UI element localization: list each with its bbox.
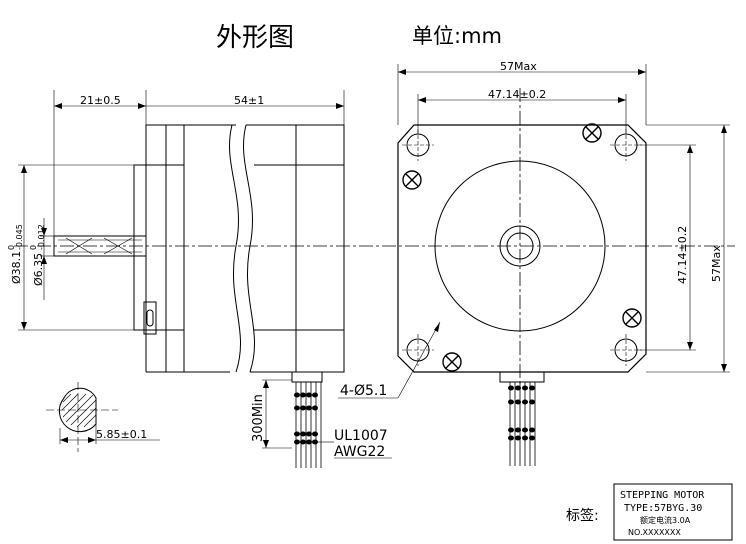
front-view: 57Max 47.14±0.2 47.14±0.2 57Max 4-Ø5.1 xyxy=(338,60,730,466)
shaft-section-detail: 5.85±0.1 xyxy=(46,382,160,452)
dim-pilot-diameter: Ø38.1 xyxy=(10,251,23,284)
dim-shaft-tol-lower: -0.012 xyxy=(37,224,46,250)
dim-front-outer-width: 57Max xyxy=(500,60,537,73)
dim-body-length: 54±1 xyxy=(234,94,264,107)
lead-type-label: UL1007 xyxy=(334,428,388,444)
lead-gauge-label: AWG22 xyxy=(334,444,385,460)
dim-front-hole-spacing-v: 47.14±0.2 xyxy=(676,226,689,284)
nameplate-line2: TYPE:57BYG.30 xyxy=(624,503,702,514)
dim-front-outer-height: 57Max xyxy=(710,245,723,282)
dim-flat-width: 5.85±0.1 xyxy=(96,428,147,441)
dim-pilot-tol-lower: -0.045 xyxy=(15,224,24,250)
dim-lead-length: 300Min xyxy=(251,394,266,442)
unit-label: 单位:mm xyxy=(412,24,502,48)
nameplate: 标签: STEPPING MOTOR TYPE:57BYG.30 额定电流3.0… xyxy=(566,483,733,541)
drawing-title: 外形图 xyxy=(216,23,294,53)
dim-shaft-diameter: Ø6.35 xyxy=(32,253,45,286)
nameplate-line3: 额定电流3.0A xyxy=(640,515,691,525)
mount-holes-label: 4-Ø5.1 xyxy=(340,383,387,399)
dim-shaft-length: 21±0.5 xyxy=(80,94,121,107)
dim-shaft-tol-upper: 0 xyxy=(29,245,38,250)
dim-front-hole-spacing-h: 47.14±0.2 xyxy=(488,88,546,101)
nameplate-line1: STEPPING MOTOR xyxy=(620,490,705,501)
side-view: 21±0.5 54±1 Ø38.1 0 -0.045 Ø6.35 0 -0.01… xyxy=(7,90,735,468)
nameplate-line4: NO.XXXXXXX xyxy=(628,528,681,537)
nameplate-prefix: 标签: xyxy=(566,507,599,524)
dim-pilot-tol-upper: 0 xyxy=(7,245,16,250)
